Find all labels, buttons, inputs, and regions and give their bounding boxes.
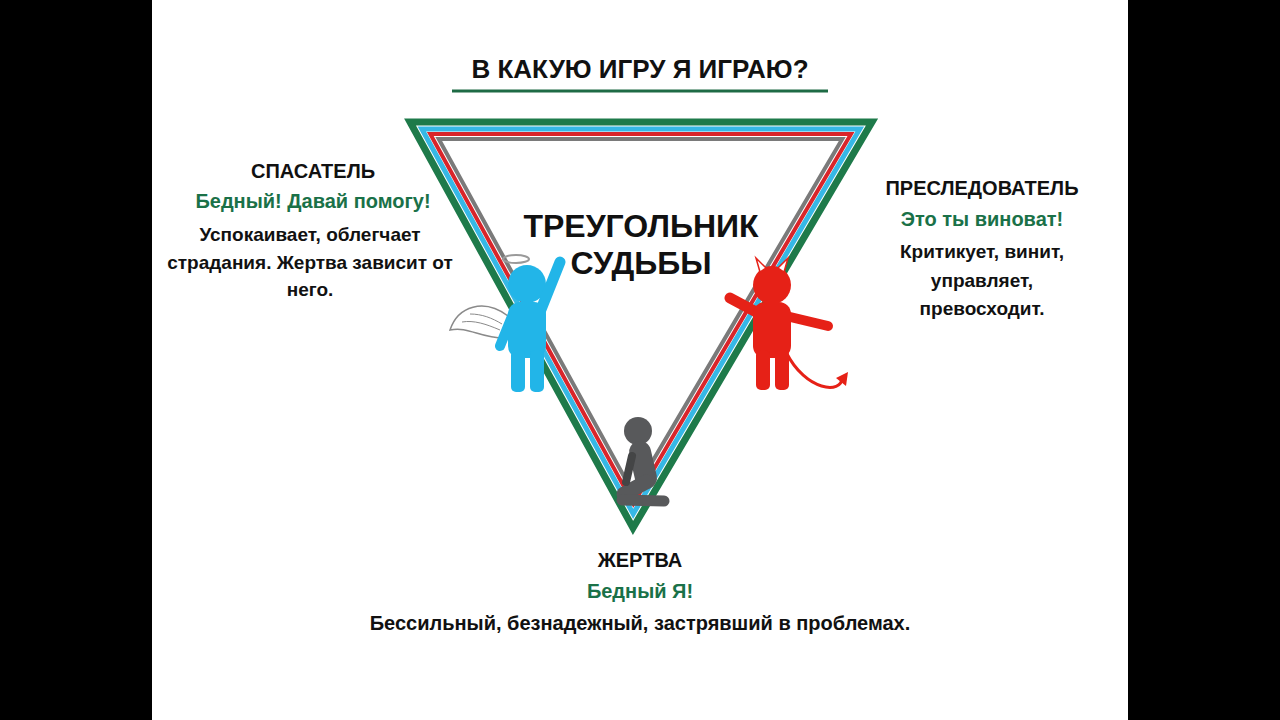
arm (540, 262, 560, 312)
label-box: ЖЕРТВА (480, 547, 800, 573)
rescuer-figure (450, 255, 560, 392)
body (508, 302, 546, 358)
head (624, 417, 652, 445)
tail (786, 352, 842, 387)
triangle-title: ТРЕУГОЛЬНИК СУДЬБЫ (501, 208, 781, 282)
role-description: Критикует, винит, управляет, превосходит… (875, 238, 1090, 324)
label-box: Это ты виноват! (857, 206, 1107, 232)
wing (450, 306, 508, 338)
label-box: Критикует, винит, управляет, превосходит… (875, 238, 1090, 324)
triangle-outline (396, 112, 886, 536)
triangle-region: ТРЕУГОЛЬНИК СУДЬБЫ (396, 112, 886, 536)
wing-feather (462, 314, 502, 330)
triangle-stripe (439, 139, 843, 494)
body (640, 452, 646, 478)
shin (622, 500, 664, 501)
leg (756, 350, 770, 390)
title: В КАКУЮ ИГРУ Я ИГРАЮ? (340, 54, 940, 84)
leg (530, 350, 544, 392)
head (753, 266, 791, 304)
label-box: ПРЕСЛЕДОВАТЕЛЬ (857, 175, 1107, 201)
tail-tip (836, 372, 848, 386)
triangle-stripe (422, 129, 860, 514)
arm (626, 456, 632, 482)
role-phrase: Бедный! Давай помогу! (168, 188, 458, 214)
label-box: СПАСАТЕЛЬ (168, 158, 458, 184)
persecutor-figure (730, 258, 848, 390)
horns (756, 258, 788, 272)
side-bar (0, 0, 152, 720)
title-box: В КАКУЮ ИГРУ Я ИГРАЮ? (340, 54, 940, 84)
role-name: ЖЕРТВА (480, 547, 800, 573)
triangle-stripe (430, 134, 851, 504)
label-box: Бедный Я! (480, 578, 800, 604)
leg (775, 350, 789, 390)
role-name: ПРЕСЛЕДОВАТЕЛЬ (857, 175, 1107, 201)
leg (511, 350, 525, 392)
label-box: Бедный! Давай помогу! (168, 188, 458, 214)
triangle-stripe (410, 122, 872, 528)
arm (786, 316, 828, 326)
role-description: Бессильный, безнадежный, застрявший в пр… (250, 610, 1030, 636)
role-phrase: Это ты виноват! (857, 206, 1107, 232)
side-bar (1128, 0, 1280, 720)
label-box: Бессильный, безнадежный, застрявший в пр… (250, 610, 1030, 636)
slide-ground (152, 0, 1128, 720)
halo (503, 255, 529, 263)
label-box: Успокаивает, облегчает страдания. Жертва… (165, 221, 455, 304)
role-phrase: Бедный Я! (480, 578, 800, 604)
body (753, 302, 791, 358)
victim-figure (622, 417, 664, 501)
node-text-box: ТРЕУГОЛЬНИК СУДЬБЫ (501, 208, 781, 282)
role-name: СПАСАТЕЛЬ (168, 158, 458, 184)
title-underline (452, 90, 828, 93)
role-description: Успокаивает, облегчает страдания. Жертва… (165, 221, 455, 304)
